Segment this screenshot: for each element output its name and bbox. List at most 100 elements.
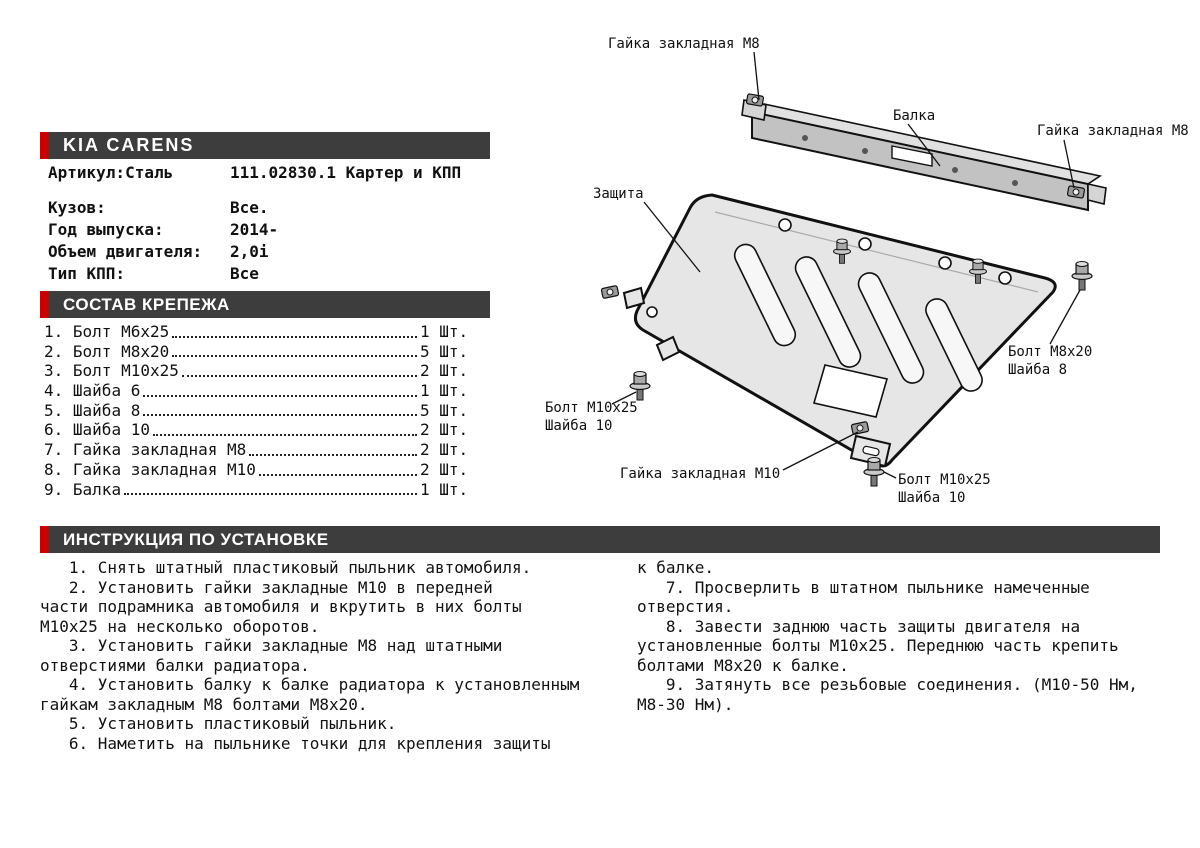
clip-nut-m10-left-icon — [600, 284, 620, 300]
hardware-item-number: 4. — [44, 381, 64, 401]
spec-row-transmission: Тип КПП: Все — [48, 264, 588, 286]
spec-value: 2014- — [230, 220, 279, 239]
hardware-section-header: СОСТАВ КРЕПЕЖА — [40, 291, 490, 318]
bolt-m8-right-icon — [1071, 260, 1093, 291]
spec-value: Все. — [230, 198, 269, 217]
diagram-label-nut-m10: Гайка закладная М10 — [620, 466, 780, 482]
hardware-item-name: Гайка закладная М8 — [72, 440, 247, 460]
spec-row-engine: Объем двигателя: 2,0i — [48, 242, 588, 264]
hardware-item-name: Гайка закладная М10 — [72, 459, 256, 479]
instruction-line: 3. Установить гайки закладные М8 над шта… — [40, 636, 503, 655]
instruction-line: гайкам закладным М8 болтами М8х20. — [40, 694, 368, 714]
dotted-leader — [152, 434, 417, 437]
instruction-line: 4. Установить балку к балке радиатора к … — [40, 675, 580, 694]
hardware-item-name: Болт М8х20 — [72, 341, 170, 361]
hardware-row: 9. Балка 1 Шт. — [44, 480, 492, 500]
clip-nut-m8-right-icon — [1066, 185, 1086, 199]
instructions-column-right: к балке. 7. Просверлить в штатном пыльни… — [637, 558, 1160, 753]
hardware-row: 1. Болт М6х25 1 Шт. — [44, 322, 492, 342]
instruction-line: 1. Снять штатный пластиковый пыльник авт… — [40, 558, 532, 577]
instructions-text: 1. Снять штатный пластиковый пыльник авт… — [40, 558, 1160, 753]
shield-plate-illustration — [622, 193, 1057, 468]
instruction-line: болтами М8х20 к балке. — [637, 655, 849, 675]
hardware-item-qty: 2 Шт. — [420, 459, 469, 479]
callout-lines — [611, 51, 1081, 479]
dotted-leader — [249, 453, 417, 456]
bolt-m10-left-icon — [629, 370, 651, 401]
spec-label: Тип КПП: — [48, 264, 126, 283]
hardware-item-qty: 1 Шт. — [420, 322, 469, 341]
brand-title: KIA CARENS — [63, 135, 195, 155]
instruction-line: 8. Завести заднюю часть защиты двигателя… — [637, 616, 1081, 636]
parts-diagram: Гайка закладная М8 Балка Гайка закладная… — [545, 36, 1189, 506]
hardware-item-qty: 1 Шт. — [420, 381, 469, 401]
instructions-section-title: ИНСТРУКЦИЯ ПО УСТАНОВКЕ — [63, 529, 329, 549]
diagram-label-bolt-m8: Болт М8х20 — [1008, 344, 1092, 360]
instructions-column-left: 1. Снять штатный пластиковый пыльник авт… — [40, 558, 637, 753]
dotted-leader — [172, 335, 417, 338]
hardware-item-name: Болт М6х25 — [72, 322, 170, 341]
instruction-line: части подрамника автомобиля и вкрутить в… — [40, 597, 522, 616]
instruction-line: отверстиями балки радиатора. — [40, 655, 310, 675]
diagram-label-shield: Защита — [593, 186, 644, 202]
hardware-row: 5. Шайба 8 5 Шт. — [44, 401, 492, 421]
instruction-line: 9. Затянуть все резьбовые соединения. (М… — [637, 675, 1138, 694]
vehicle-specs: Кузов: Все. Год выпуска: 2014- Объем дви… — [48, 198, 588, 286]
hardware-list: 1. Болт М6х25 1 Шт. 2. Болт М8х20 5 Шт. … — [44, 322, 492, 499]
spec-row-body: Кузов: Все. — [48, 198, 588, 220]
diagram-label-washer-10-left: Шайба 10 — [545, 418, 612, 434]
article-value: 111.02830.1 Картер и КПП — [230, 163, 462, 182]
instructions-section-header: ИНСТРУКЦИЯ ПО УСТАНОВКЕ — [40, 526, 1160, 553]
hardware-item-number: 1. — [44, 322, 64, 341]
instruction-line: М10х25 на несколько оборотов. — [40, 616, 320, 636]
hardware-item-name: Балка — [72, 479, 122, 499]
hardware-item-number: 5. — [44, 400, 64, 420]
hardware-item-qty: 2 Шт. — [420, 420, 469, 440]
diagram-label-beam: Балка — [893, 108, 935, 124]
diagram-label-nut-m8-right: Гайка закладная М8 — [1037, 123, 1189, 139]
hardware-row: 2. Болт М8х20 5 Шт. — [44, 342, 492, 362]
dotted-leader — [181, 375, 417, 378]
hardware-item-name: Шайба 8 — [72, 400, 141, 420]
hardware-item-qty: 1 Шт. — [420, 479, 469, 499]
hardware-row: 6. Шайба 10 2 Шт. — [44, 420, 492, 440]
instruction-line: к балке. — [637, 558, 715, 577]
clip-nut-m8-left-icon — [745, 93, 765, 107]
dotted-leader — [172, 355, 417, 358]
dotted-leader — [258, 473, 417, 476]
hardware-item-qty: 2 Шт. — [420, 361, 469, 381]
hardware-item-number: 3. — [44, 361, 64, 381]
spec-value: Все — [230, 264, 259, 283]
instruction-line: 7. Просверлить в штатном пыльнике намече… — [637, 577, 1090, 597]
hardware-section-title: СОСТАВ КРЕПЕЖА — [63, 294, 230, 314]
article-row: Артикул:Сталь 111.02830.1 Картер и КПП — [48, 163, 588, 182]
hardware-item-qty: 5 Шт. — [420, 400, 469, 420]
hardware-row: 4. Шайба 6 1 Шт. — [44, 381, 492, 401]
instruction-line: установленные болты М10х25. Переднюю час… — [637, 636, 1119, 655]
spec-label: Кузов: — [48, 198, 106, 217]
spec-value: 2,0i — [230, 242, 269, 261]
diagram-label-nut-m8-left: Гайка закладная М8 — [608, 36, 760, 52]
hardware-item-number: 6. — [44, 420, 64, 440]
instruction-line: 6. Наметить на пыльнике точки для крепле… — [40, 733, 551, 753]
hardware-item-name: Болт М10х25 — [72, 361, 179, 381]
brand-title-bar: KIA CARENS — [40, 132, 490, 159]
hardware-item-name: Шайба 6 — [72, 381, 141, 401]
hardware-item-number: 2. — [44, 341, 64, 361]
spec-label: Год выпуска: — [48, 220, 164, 239]
hardware-row: 8. Гайка закладная М10 2 Шт. — [44, 460, 492, 480]
dotted-leader — [143, 394, 417, 397]
diagram-label-bolt-m10-bottom: Болт М10х25 — [898, 472, 991, 488]
instruction-line: 5. Установить пластиковый пыльник. — [40, 714, 397, 733]
hardware-item-number: 7. — [44, 440, 64, 460]
hardware-row: 7. Гайка закладная М8 2 Шт. — [44, 440, 492, 460]
hardware-item-name: Шайба 10 — [72, 420, 150, 440]
instruction-line: М8-30 Нм). — [637, 694, 734, 714]
hardware-item-qty: 5 Шт. — [420, 341, 469, 361]
diagram-label-washer-10-bottom: Шайба 10 — [898, 490, 965, 506]
hardware-item-number: 8. — [44, 459, 64, 479]
hardware-item-qty: 2 Шт. — [420, 440, 469, 460]
dotted-leader — [124, 493, 417, 496]
dotted-leader — [143, 414, 417, 417]
